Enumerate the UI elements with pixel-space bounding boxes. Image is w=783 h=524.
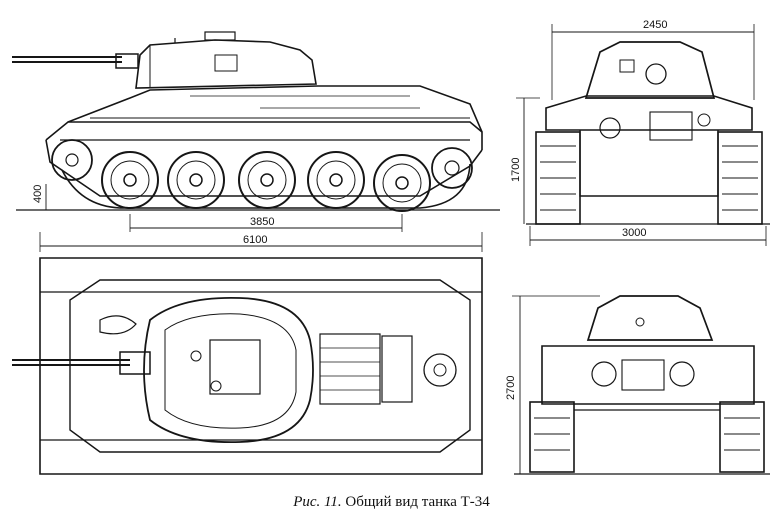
road-wheel xyxy=(238,151,296,209)
dim-top-width: 2450 xyxy=(643,19,667,31)
side-view xyxy=(12,31,500,212)
top-view xyxy=(12,257,483,475)
dim-overall-length: 6100 xyxy=(243,234,267,246)
road-wheel xyxy=(101,151,159,209)
dim-front-height: 1700 xyxy=(510,158,522,182)
dim-rear-height: 2700 xyxy=(505,376,517,400)
figure-caption: Рис. 11. Общий вид танка Т-34 xyxy=(0,494,783,511)
road-wheel xyxy=(373,154,431,212)
road-wheel xyxy=(307,151,365,209)
dim-track-width: 3000 xyxy=(622,227,646,239)
rear-view xyxy=(514,295,770,475)
caption-title: Общий вид танка Т-34 xyxy=(345,494,490,510)
rear-dimensions xyxy=(512,295,600,474)
dim-wheelbase: 3850 xyxy=(250,216,274,228)
side-dimensions xyxy=(39,184,483,252)
dim-ground-clearance: 400 xyxy=(32,185,44,203)
front-view xyxy=(526,41,770,225)
road-wheel xyxy=(167,151,225,209)
caption-prefix: Рис. 11. xyxy=(293,494,342,510)
front-dimensions xyxy=(516,24,767,246)
